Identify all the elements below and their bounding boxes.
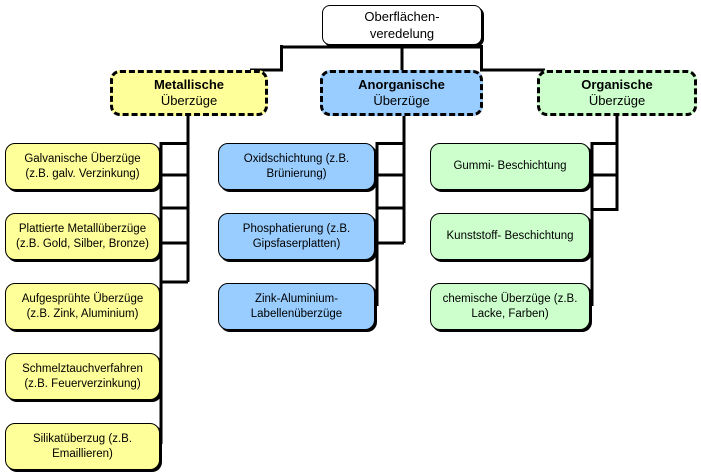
root-node-label-line1: Oberflächen-: [364, 9, 440, 24]
leaf-gummi-beschichtung: Gummi- Beschichtung: [430, 143, 590, 190]
branch-header-anorganische-qualifier: Überzüge: [373, 93, 430, 108]
root-node-label-line2: veredelung: [369, 26, 435, 41]
leaf-silikatueberzug: Silikatüberzug (z.B. Emaillieren): [5, 423, 160, 470]
branch-header-anorganische: Anorganische Überzüge: [320, 70, 483, 116]
leaf-galvanische-ueberzuege: Galvanische Überzüge (z.B. galv. Verzink…: [5, 143, 160, 190]
leaf-oxidschichtung: Oxidschichtung (z.B. Brünierung): [218, 143, 375, 190]
branch-header-metallische-qualifier: Überzüge: [160, 93, 218, 108]
leaf-plattierte-metallueberzuege: Plattierte Metallüberzüge (z.B. Gold, Si…: [5, 213, 160, 260]
connector-root-to-metallische: [250, 45, 283, 72]
branch-header-anorganische-name: Anorganische: [358, 77, 445, 92]
leaf-schmelztauchverfahren: Schmelztauchverfahren (z.B. Feuerverzink…: [5, 353, 160, 400]
branch-header-organische-name: Organische: [581, 77, 653, 92]
leaf-zink-aluminium-labellenueberzuege: Zink-Aluminium-Labellenüberzüge: [218, 283, 375, 330]
leaf-chemische-ueberzuege: chemische Überzüge (z.B. Lacke, Farben): [430, 283, 590, 330]
leaf-aufgespruehte-ueberzuege: Aufgesprühte Überzüge (z.B. Zink, Alumin…: [5, 283, 160, 330]
connector-root-to-organische: [480, 45, 545, 72]
branch-header-metallische-name: Metallische: [153, 77, 225, 92]
root-node: Oberflächen- veredelung: [322, 5, 482, 45]
branch-header-organische: Organische Überzüge: [537, 70, 697, 116]
leaf-kunststoff-beschichtung: Kunststoff- Beschichtung: [430, 213, 590, 260]
branch-header-organische-qualifier: Überzüge: [588, 93, 646, 108]
branch-header-metallische: Metallische Überzüge: [110, 70, 268, 116]
leaf-phosphatierung: Phosphatierung (z.B. Gipsfaserplatten): [218, 213, 375, 260]
